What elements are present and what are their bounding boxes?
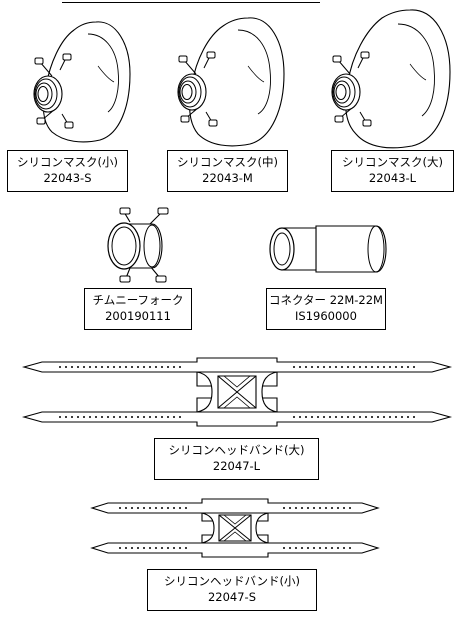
- headband-small-holes-bottom-right: [283, 547, 351, 549]
- headband-small-holes-bottom-left: [119, 547, 187, 549]
- silicone-mask-large-illustration: [322, 4, 452, 150]
- silicone-mask-small-illustration: [24, 14, 134, 144]
- headband-large-name: シリコンヘッドバンド(大): [168, 443, 305, 457]
- silicone-mask-medium-illustration: [168, 10, 286, 148]
- chimney-fork-illustration: [100, 206, 184, 286]
- mask-small-label: シリコンマスク(小) 22043-S: [7, 150, 128, 192]
- mask-medium-code: 22043-M: [202, 171, 253, 185]
- mask-large-name: シリコンマスク(大): [342, 155, 443, 169]
- headband-small-holes-top-left: [119, 507, 187, 509]
- headband-large-illustration: [22, 356, 452, 428]
- chimney-fork-name: チムニーフォーク: [92, 293, 184, 307]
- chimney-fork-code: 200190111: [105, 309, 171, 323]
- connector-name: コネクター 22M-22M: [269, 293, 383, 307]
- headband-small-code: 22047-S: [207, 590, 257, 604]
- mask-medium-label: シリコンマスク(中) 22043-M: [167, 150, 288, 192]
- headband-large-code: 22047-L: [212, 459, 261, 473]
- mask-large-label: シリコンマスク(大) 22043-L: [331, 150, 454, 192]
- connector-label: コネクター 22M-22M IS1960000: [266, 288, 386, 330]
- headband-large-holes-top-right: [293, 366, 415, 368]
- top-rule: [62, 2, 320, 3]
- headband-large-holes-bottom-left: [59, 416, 181, 418]
- mask-small-name: シリコンマスク(小): [17, 155, 118, 169]
- headband-small-holes-top-right: [283, 507, 351, 509]
- headband-large-holes-bottom-right: [293, 416, 415, 418]
- headband-small-illustration: [90, 497, 380, 559]
- mask-large-code: 22043-L: [368, 171, 417, 185]
- headband-large-holes-top-left: [59, 366, 181, 368]
- mask-medium-name: シリコンマスク(中): [177, 155, 278, 169]
- headband-small-label: シリコンヘッドバンド(小) 22047-S: [147, 569, 317, 611]
- headband-large-label: シリコンヘッドバンド(大) 22047-L: [154, 438, 319, 480]
- mask-small-code: 22043-S: [43, 171, 92, 185]
- chimney-fork-label: チムニーフォーク 200190111: [84, 288, 192, 330]
- connector-code: IS1960000: [295, 309, 357, 323]
- connector-illustration: [268, 218, 388, 280]
- headband-small-name: シリコンヘッドバンド(小): [163, 574, 301, 588]
